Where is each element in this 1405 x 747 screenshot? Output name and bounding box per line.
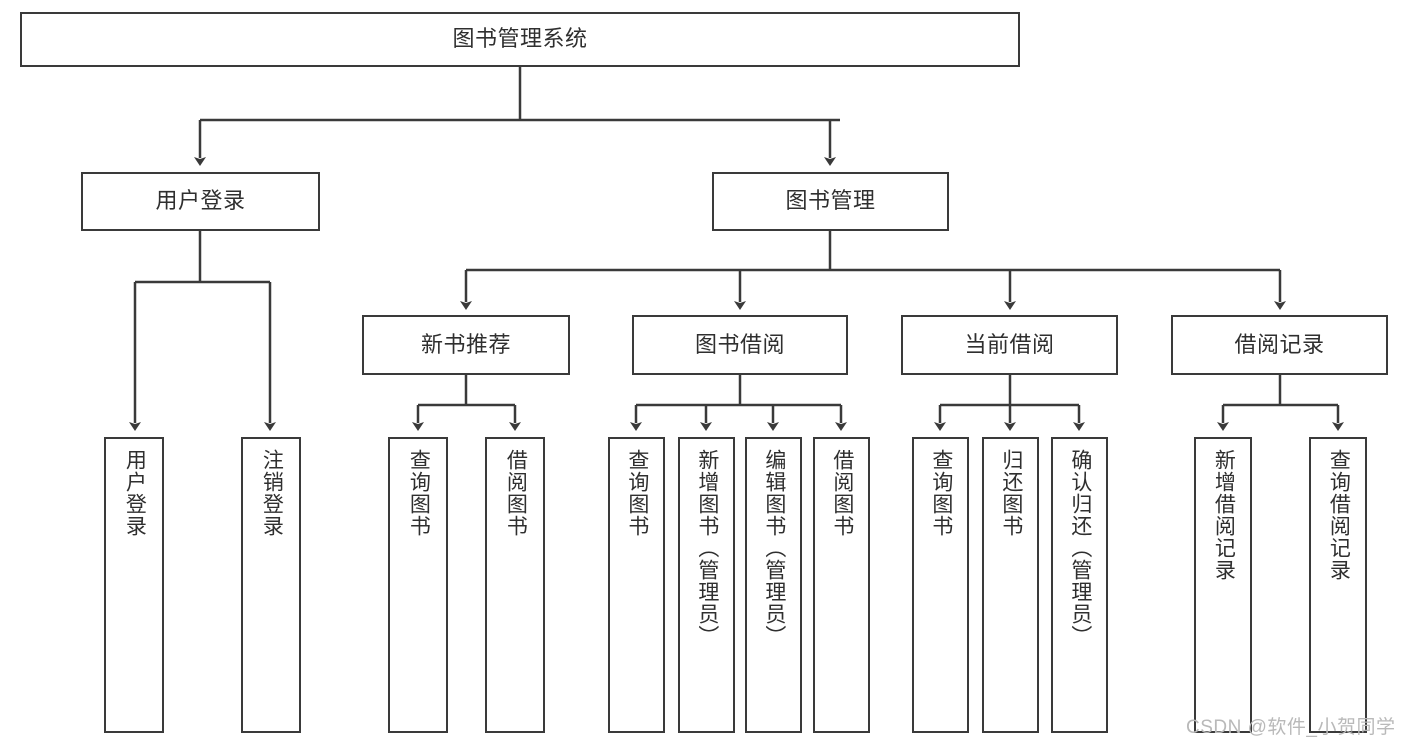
node-leaf-logout-login[interactable]: 注销登录	[241, 437, 301, 733]
node-new-book-recommend-label: 新书推荐	[420, 331, 511, 357]
node-leaf-add-book[interactable]: 新增图书（管理员）	[678, 437, 735, 733]
node-leaf-confirm-return[interactable]: 确认归还（管理员）	[1051, 437, 1108, 733]
node-borrow-record[interactable]: 借阅记录	[1171, 315, 1388, 375]
node-leaf-user-login[interactable]: 用户登录	[104, 437, 164, 733]
node-borrow-record-label: 借阅记录	[1234, 331, 1325, 357]
node-leaf-query-book-3-label: 查询图书	[929, 449, 953, 537]
node-leaf-query-record[interactable]: 查询借阅记录	[1309, 437, 1367, 733]
node-root-label: 图书管理系统	[452, 26, 588, 52]
node-leaf-borrow-book-2-label: 借阅图书	[830, 449, 854, 537]
node-leaf-return-book[interactable]: 归还图书	[982, 437, 1039, 733]
node-leaf-query-book-2[interactable]: 查询图书	[608, 437, 665, 733]
node-leaf-query-book-2-label: 查询图书	[625, 449, 649, 537]
node-leaf-add-book-label: 新增图书（管理员）	[695, 449, 719, 647]
node-current-borrow-label: 当前借阅	[964, 331, 1055, 357]
node-book-borrow[interactable]: 图书借阅	[632, 315, 848, 375]
node-user-login[interactable]: 用户登录	[81, 172, 320, 231]
node-leaf-add-record[interactable]: 新增借阅记录	[1194, 437, 1252, 733]
node-leaf-user-login-label: 用户登录	[123, 449, 147, 537]
node-leaf-query-book-3[interactable]: 查询图书	[912, 437, 969, 733]
node-leaf-edit-book-label: 编辑图书（管理员）	[762, 449, 786, 647]
node-book-management-label: 图书管理	[785, 188, 876, 214]
node-new-book-recommend[interactable]: 新书推荐	[362, 315, 570, 375]
node-leaf-logout-login-label: 注销登录	[260, 449, 284, 537]
node-user-login-label: 用户登录	[155, 188, 246, 214]
node-leaf-query-record-label: 查询借阅记录	[1327, 449, 1351, 581]
node-leaf-borrow-book-1[interactable]: 借阅图书	[485, 437, 545, 733]
node-leaf-query-book-1-label: 查询图书	[407, 449, 431, 537]
node-book-management[interactable]: 图书管理	[712, 172, 949, 231]
watermark: CSDN @软件_小贺同学	[1186, 717, 1396, 738]
node-leaf-return-book-label: 归还图书	[999, 449, 1023, 537]
node-leaf-add-record-label: 新增借阅记录	[1212, 449, 1236, 581]
node-leaf-edit-book[interactable]: 编辑图书（管理员）	[745, 437, 802, 733]
node-root[interactable]: 图书管理系统	[20, 12, 1020, 67]
node-current-borrow[interactable]: 当前借阅	[901, 315, 1118, 375]
node-leaf-borrow-book-2[interactable]: 借阅图书	[813, 437, 870, 733]
node-leaf-query-book-1[interactable]: 查询图书	[388, 437, 448, 733]
node-book-borrow-label: 图书借阅	[694, 331, 785, 357]
node-leaf-borrow-book-1-label: 借阅图书	[504, 449, 528, 537]
node-leaf-confirm-return-label: 确认归还（管理员）	[1068, 449, 1092, 647]
